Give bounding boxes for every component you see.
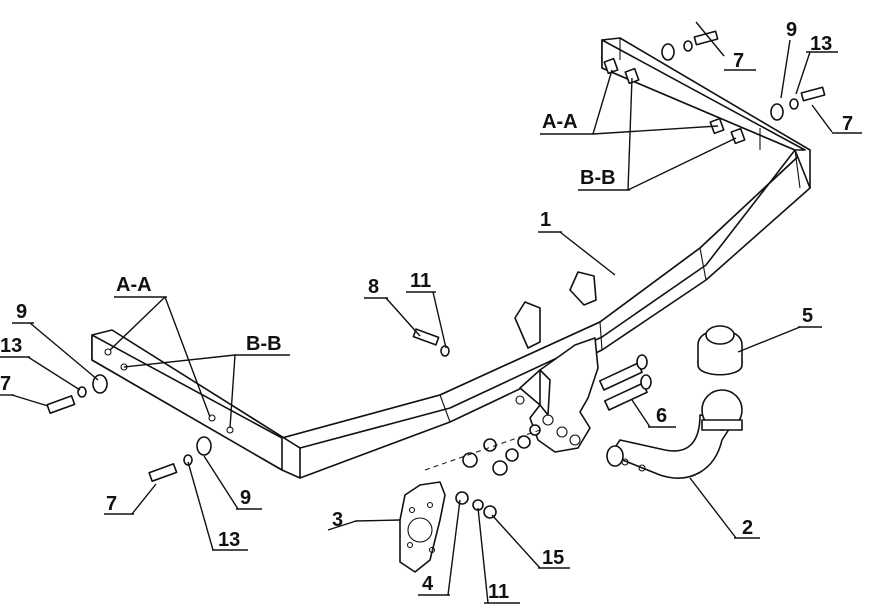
svg-text:3: 3 [332,509,343,531]
svg-text:7: 7 [842,113,853,135]
svg-text:8: 8 [368,276,379,298]
callout-7-bottom: 7 [104,493,134,515]
callout-6: 6 [648,405,676,428]
svg-text:13: 13 [218,529,240,551]
bolts-6 [598,354,652,411]
svg-text:11: 11 [410,270,431,292]
svg-text:4: 4 [422,573,434,595]
svg-text:13: 13 [810,33,832,55]
ball-cover [697,325,743,376]
callout-1: 1 [538,209,562,233]
callout-11-bottom: 11 [484,581,520,604]
svg-text:1: 1 [540,209,551,231]
svg-text:9: 9 [240,487,251,509]
leader-lines [11,21,833,604]
bolt-8 [412,328,450,357]
svg-text:6: 6 [656,405,667,427]
left-side-bracket [91,329,301,479]
svg-text:9: 9 [16,301,27,323]
callout-4: 4 [418,573,450,596]
callout-aa-left: A-A [114,274,167,298]
svg-text:7: 7 [733,50,744,72]
callout-labels: 7 9 13 7 A-A B-B 1 8 11 [0,19,862,604]
callout-3: 3 [327,509,357,531]
callout-aa-top: A-A [540,111,594,135]
svg-text:15: 15 [542,547,564,569]
callout-bb-left: B-B [234,333,290,356]
callout-13-left: 13 [0,335,30,358]
socket-plate [399,429,541,573]
tow-ball-neck [606,389,743,479]
centre-mounting-plate [515,337,599,453]
callout-9-right: 9 [786,19,797,41]
centre-nuts-washers [462,424,541,476]
callout-7-left: 7 [0,373,14,396]
callout-7-top: 7 [724,50,756,72]
hardware-4-11-15 [455,491,497,519]
svg-text:7: 7 [106,493,117,515]
svg-text:11: 11 [488,581,509,603]
callout-2: 2 [734,517,760,539]
svg-text:A-A: A-A [116,274,152,296]
right-side-bracket [601,37,811,189]
callout-15: 15 [538,547,570,569]
svg-text:13: 13 [0,335,22,357]
svg-text:7: 7 [0,373,11,395]
callout-8: 8 [364,276,388,299]
callout-13-bottom: 13 [212,529,248,551]
svg-text:B-B: B-B [580,167,616,189]
callout-9-bottom: 9 [236,487,262,510]
svg-text:B-B: B-B [246,333,282,355]
svg-text:2: 2 [742,517,753,539]
callout-7-right: 7 [832,113,862,135]
callout-bb-top: B-B [578,167,630,191]
callout-5: 5 [798,305,822,328]
svg-text:A-A: A-A [542,111,578,133]
beam-fins [514,271,597,349]
callout-9-left: 9 [12,301,34,324]
callout-11-mid: 11 [406,270,436,293]
bolts-top [661,30,826,121]
callout-13-right: 13 [806,33,838,55]
svg-text:9: 9 [786,19,797,41]
svg-text:5: 5 [802,305,813,327]
